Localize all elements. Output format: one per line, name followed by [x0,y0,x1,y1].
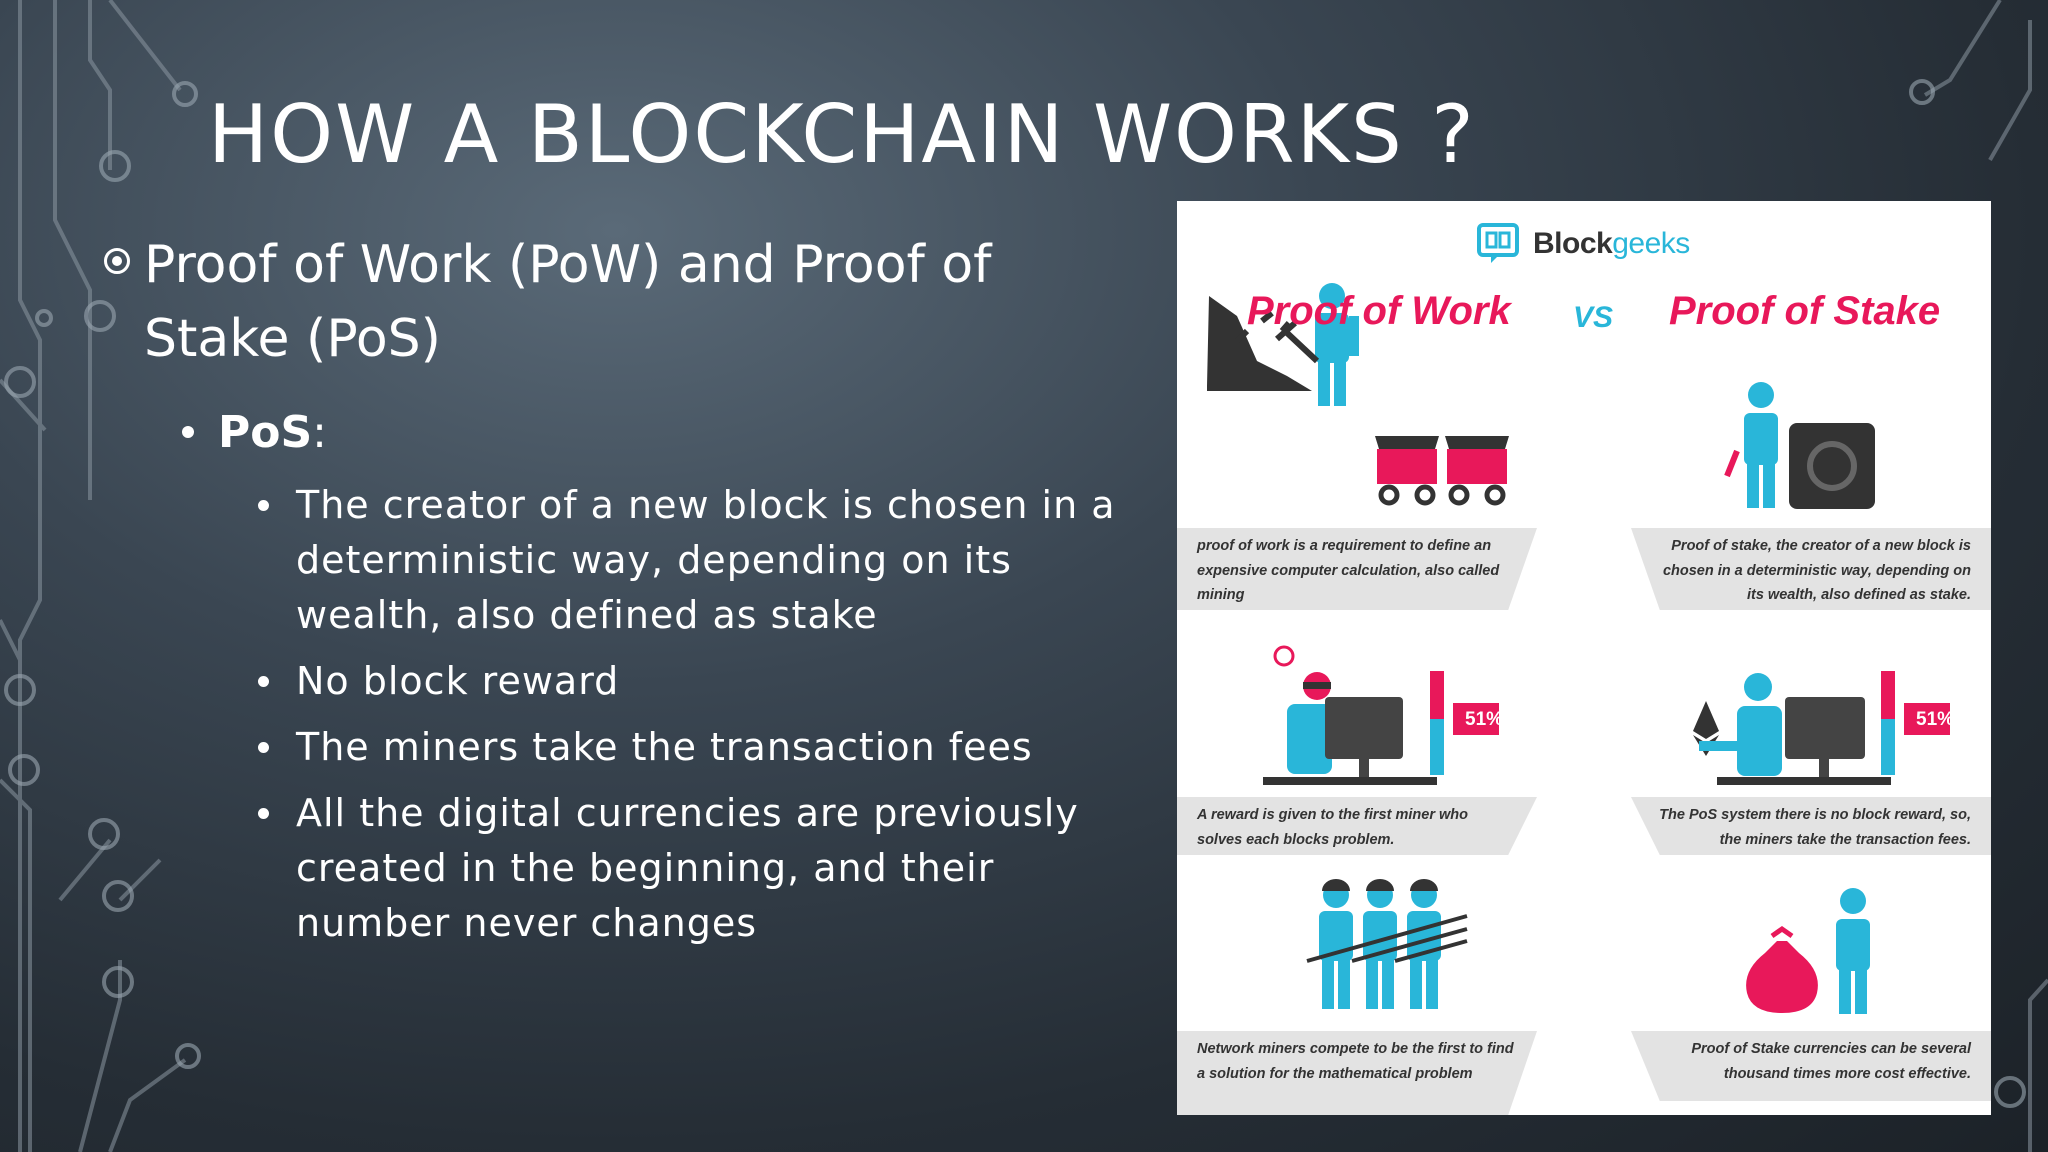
sub-bullet-text: The miners take the transaction fees [296,725,1033,769]
computer-icon [1717,697,1891,785]
sub-bullet-item: All the digital currencies are previousl… [258,786,1140,951]
sub-bullet-text: All the digital currencies are previousl… [296,791,1079,945]
key-icon [1724,449,1740,478]
pow-caption-2: A reward is given to the first miner who… [1177,797,1537,855]
brand-prefix: Block [1533,227,1613,260]
vs-label: VS [1573,301,1614,334]
bullet-ring-icon [104,248,130,274]
safe-icon [1789,423,1875,509]
sub-bullet-item: No block reward [258,654,1140,709]
sub-bullet-item: The miners take the transaction fees [258,720,1140,775]
brand-suffix: geeks [1612,227,1690,260]
slide-title: HOW A BLOCKCHAIN WORKS ? [208,88,1476,181]
pow-51-percent-badge: 51% [1465,709,1504,730]
blockgeeks-logo: Blockgeeks [1477,223,1690,265]
pos-caption-3: Proof of Stake currencies can be several… [1631,1031,1991,1101]
bullet-dot-icon [182,426,194,438]
sub-bullet-item: The creator of a new block is chosen in … [258,478,1140,643]
pow-caption-1: proof of work is a requirement to define… [1177,528,1537,610]
lightbulb-icon [1273,645,1295,667]
slide-content: Proof of Work (PoW) and Proof of Stake (… [100,228,1140,962]
pos-heading: Proof of Stake [1669,289,1941,333]
mining-cart-icon [1445,436,1509,506]
bullet-dot-icon [258,676,269,687]
bullet-level-1: Proof of Work (PoW) and Proof of Stake (… [100,228,1140,376]
bullet-dot-icon [258,742,269,753]
hacker-figure-icon [1287,672,1332,774]
bullet-level-1-text: Proof of Work (PoW) and Proof of Stake (… [144,235,992,369]
miner-figure-icon [1315,283,1359,406]
pow-caption-3: Network miners compete to be the first t… [1177,1031,1537,1115]
bullet-dot-icon [258,500,269,511]
51-percent-bar-icon [1881,671,1950,775]
mining-rock-icon [1207,296,1312,391]
infographic-illustrations [1207,283,1950,1014]
bullet-level-2: PoS: [182,398,1140,468]
miners-group-icon [1306,879,1468,1009]
money-bag-icon [1746,925,1818,1013]
pickaxe-icon [1275,320,1320,364]
mining-cart-icon [1375,436,1439,506]
computer-icon [1263,697,1437,785]
sub-bullet-text: No block reward [296,659,620,703]
pos-51-percent-badge: 51% [1916,709,1955,730]
51-percent-bar-icon [1430,671,1499,775]
bullet-dot-icon [258,808,269,819]
stakeholder-figure-icon [1744,382,1778,508]
stakeholder-figure-icon [1699,673,1782,776]
stakeholder-figure-icon [1836,888,1870,1014]
bullet-level-2-suffix: : [312,407,327,458]
sub-bullet-text: The creator of a new block is chosen in … [296,483,1116,637]
pow-heading: Proof of Work [1247,289,1511,333]
pow-vs-pos-infographic: Blockgeeks Proof of Work VS Proof of Sta… [1177,201,1991,1115]
pos-caption-2: The PoS system there is no block reward,… [1631,797,1991,855]
blockgeeks-logo-icon [1477,223,1519,263]
pos-caption-1: Proof of stake, the creator of a new blo… [1631,528,1991,610]
bullet-level-2-label: PoS [218,407,313,458]
sub-bullet-list: The creator of a new block is chosen in … [100,478,1140,951]
